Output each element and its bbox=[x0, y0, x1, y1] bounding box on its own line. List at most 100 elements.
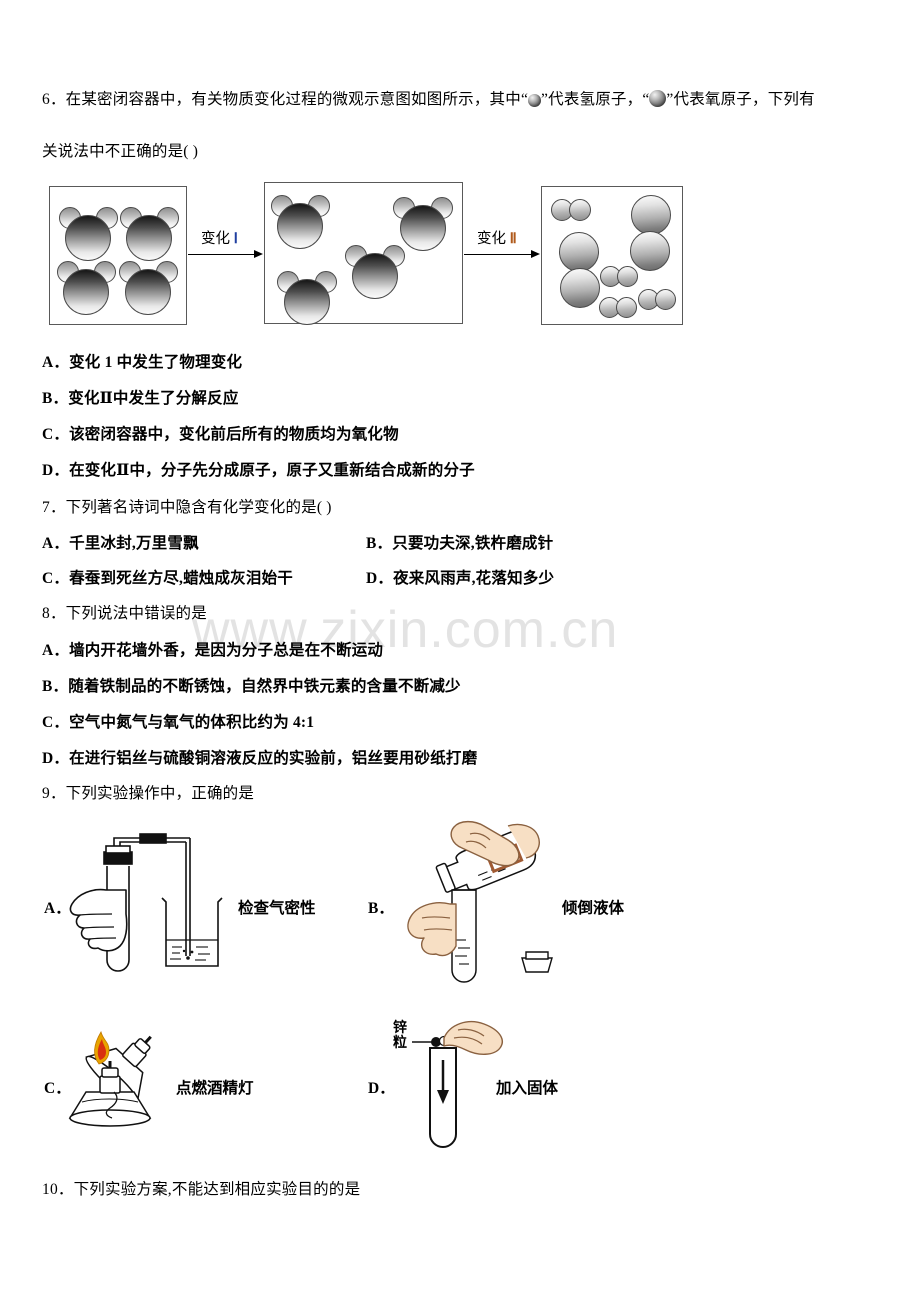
arrow-1-line bbox=[188, 254, 256, 255]
question-6-stem-part3: ”代表氧原子，下列有 bbox=[666, 91, 815, 108]
question-7-option-d: D．夜来风雨声,花落知多少 bbox=[366, 566, 554, 588]
option-label: D． bbox=[42, 750, 70, 767]
arrow-1-head bbox=[254, 249, 263, 258]
option-text: 变化Ⅱ中发生了分解反应 bbox=[68, 390, 239, 407]
question-8-stem: 8．下列说法中错误的是 bbox=[42, 602, 207, 625]
question-7-option-a: A．千里冰封,万里雪飘 bbox=[42, 531, 199, 553]
arrow-1-label: 变化 Ⅰ bbox=[201, 227, 238, 248]
oxygen-atom bbox=[277, 203, 323, 249]
question-8-stem-text: 下列说法中错误的是 bbox=[65, 605, 207, 622]
question-6-stem-line2: 关说法中不正确的是( ) bbox=[42, 143, 199, 160]
question-6-option-b: B．变化Ⅱ中发生了分解反应 bbox=[42, 386, 239, 408]
arrow-2-line bbox=[464, 254, 533, 255]
hydrogen-atom bbox=[616, 297, 637, 318]
option-label: C． bbox=[42, 426, 70, 443]
oxygen-atom bbox=[65, 215, 111, 261]
figure-b-label: B． bbox=[368, 900, 394, 917]
option-label: A． bbox=[42, 642, 70, 659]
option-label: A． bbox=[42, 535, 70, 552]
question-7-option-b: B．只要功夫深,铁杵磨成针 bbox=[366, 531, 553, 553]
option-label: A． bbox=[42, 354, 70, 371]
gas-tightness-apparatus-icon bbox=[62, 828, 242, 988]
option-text: 变化 1 中发生了物理变化 bbox=[69, 354, 243, 371]
question-6-stem-line1: 6．在某密闭容器中，有关物质变化过程的微观示意图如图所示，其中“ ”代表氢原子，“… bbox=[42, 88, 815, 111]
option-text: 在变化Ⅱ中，分子先分成原子，原子又重新结合成新的分子 bbox=[69, 462, 475, 479]
oxygen-atom bbox=[630, 231, 670, 271]
question-9-number: 9． bbox=[42, 785, 66, 802]
option-text: 千里冰封,万里雪飘 bbox=[69, 535, 199, 552]
watermark-text: www.zixin.com.cn bbox=[192, 601, 619, 659]
hydrogen-atom-icon bbox=[528, 94, 542, 107]
option-label: D． bbox=[42, 462, 70, 479]
question-6-stem-part1: 在某密闭容器中，有关物质变化过程的微观示意图如图所示，其中“ bbox=[65, 91, 529, 108]
option-label: B． bbox=[42, 390, 69, 407]
hydrogen-atom bbox=[569, 199, 591, 221]
question-10-stem: 10．下列实验方案,不能达到相应实验目的的是 bbox=[42, 1178, 360, 1201]
question-10-stem-text: 下列实验方案,不能达到相应实验目的的是 bbox=[73, 1181, 361, 1198]
diagram-box-1 bbox=[49, 186, 187, 325]
question-9-stem-text: 下列实验操作中，正确的是 bbox=[65, 785, 255, 802]
option-text: 春蚕到死丝方尽,蜡烛成灰泪始干 bbox=[69, 570, 293, 587]
oxygen-atom bbox=[125, 269, 171, 315]
figure-c-caption: 点燃酒精灯 bbox=[176, 1080, 254, 1097]
hydrogen-atom bbox=[617, 266, 638, 287]
option-text: 在进行铝丝与硫酸铜溶液反应的实验前，铝丝要用砂纸打磨 bbox=[69, 750, 478, 767]
question-6-option-c: C．该密闭容器中，变化前后所有的物质均为氧化物 bbox=[42, 422, 399, 444]
figure-d-label: D． bbox=[368, 1080, 395, 1097]
question-8-option-a: A．墙内开花墙外香，是因为分子总是在不断运动 bbox=[42, 638, 383, 660]
option-text: 夜来风雨声,花落知多少 bbox=[393, 570, 555, 587]
figure-c-label: C． bbox=[44, 1080, 71, 1097]
figure-a-label: A． bbox=[44, 900, 71, 917]
lighting-alcohol-lamp-icon bbox=[58, 1014, 188, 1149]
question-8-option-d: D．在进行铝丝与硫酸铜溶液反应的实验前，铝丝要用砂纸打磨 bbox=[42, 746, 477, 768]
question-8-number: 8． bbox=[42, 605, 66, 622]
arrow-2-label-numeral: Ⅱ bbox=[509, 231, 517, 247]
figure-d-caption: 加入固体 bbox=[496, 1080, 559, 1097]
arrow-2-label-cn: 变化 bbox=[477, 231, 506, 247]
option-text: 空气中氮气与氧气的体积比约为 4:1 bbox=[69, 714, 315, 731]
question-7-stem-text: 下列著名诗词中隐含有化学变化的是( ) bbox=[65, 499, 332, 516]
option-label: C． bbox=[42, 570, 70, 587]
oxygen-atom-icon bbox=[649, 90, 667, 107]
question-8-option-b: B．随着铁制品的不断锈蚀，自然界中铁元素的含量不断减少 bbox=[42, 674, 461, 696]
arrow-2-head bbox=[531, 249, 540, 258]
pouring-liquid-icon bbox=[390, 818, 575, 998]
option-label: B． bbox=[42, 678, 69, 695]
question-9-stem: 9．下列实验操作中，正确的是 bbox=[42, 782, 254, 805]
option-text: 墙内开花墙外香，是因为分子总是在不断运动 bbox=[69, 642, 384, 659]
arrow-1-label-cn: 变化 bbox=[201, 231, 230, 247]
figure-a-caption: 检查气密性 bbox=[238, 900, 316, 917]
arrow-1-label-numeral: Ⅰ bbox=[233, 231, 238, 247]
question-6-option-a: A．变化 1 中发生了物理变化 bbox=[42, 350, 242, 372]
hydrogen-atom bbox=[655, 289, 676, 310]
question-6-number: 6． bbox=[42, 91, 66, 108]
zinc-granule-label: 锌粒 bbox=[393, 1021, 407, 1051]
oxygen-atom bbox=[631, 195, 671, 235]
oxygen-atom bbox=[352, 253, 398, 299]
question-7-option-c: C．春蚕到死丝方尽,蜡烛成灰泪始干 bbox=[42, 566, 293, 588]
arrow-2-label: 变化 Ⅱ bbox=[477, 227, 517, 248]
question-7-number: 7． bbox=[42, 499, 66, 516]
oxygen-atom bbox=[126, 215, 172, 261]
question-6-stem-part2: ”代表氢原子，“ bbox=[541, 91, 650, 108]
question-7-stem: 7．下列著名诗词中隐含有化学变化的是( ) bbox=[42, 496, 332, 519]
oxygen-atom bbox=[560, 268, 600, 308]
oxygen-atom bbox=[63, 269, 109, 315]
question-6-option-d: D．在变化Ⅱ中，分子先分成原子，原子又重新结合成新的分子 bbox=[42, 458, 475, 480]
diagram-box-2 bbox=[264, 182, 463, 325]
oxygen-atom bbox=[559, 232, 599, 272]
option-label: D． bbox=[366, 570, 394, 587]
question-8-option-c: C．空气中氮气与氧气的体积比约为 4:1 bbox=[42, 710, 314, 732]
figure-b-caption: 倾倒液体 bbox=[562, 900, 625, 917]
option-label: C． bbox=[42, 714, 70, 731]
option-text: 该密闭容器中，变化前后所有的物质均为氧化物 bbox=[69, 426, 399, 443]
option-text: 随着铁制品的不断锈蚀，自然界中铁元素的含量不断减少 bbox=[68, 678, 461, 695]
option-text: 只要功夫深,铁杵磨成针 bbox=[392, 535, 554, 552]
diagram-box-3 bbox=[541, 186, 683, 325]
question-10-number: 10． bbox=[42, 1181, 74, 1198]
oxygen-atom bbox=[284, 279, 330, 325]
oxygen-atom bbox=[400, 205, 446, 251]
